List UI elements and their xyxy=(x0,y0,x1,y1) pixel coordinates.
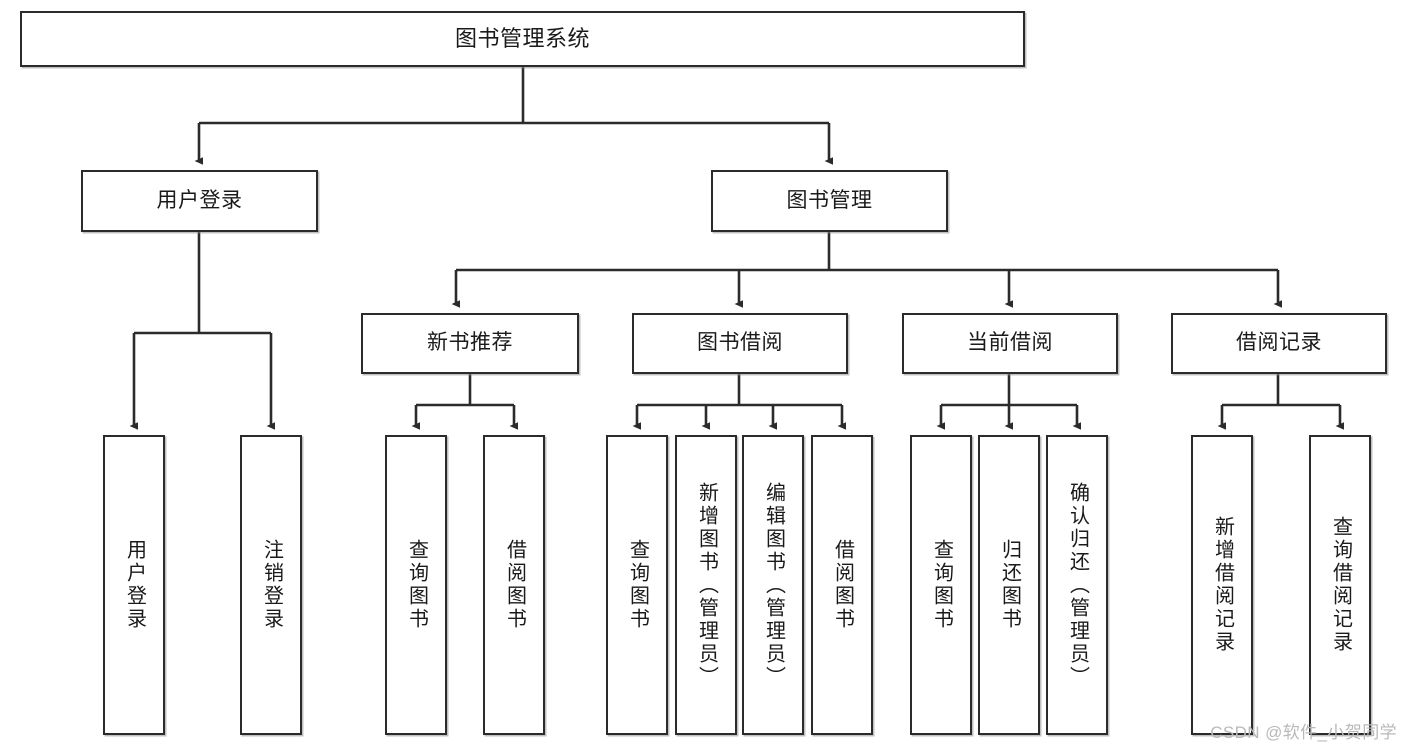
node-label: 图书管理 xyxy=(786,188,873,212)
leaf-borrow-book-recommend[interactable]: 借阅图书 xyxy=(483,435,545,735)
node-label: 当前借阅 xyxy=(967,331,1053,355)
node-label: 归还图书 xyxy=(998,539,1021,631)
leaf-add-book-admin[interactable]: 新增图书（管理员） xyxy=(675,435,737,735)
node-label: 注销登录 xyxy=(260,539,283,631)
node-borrow-records[interactable]: 借阅记录 xyxy=(1171,313,1387,374)
node-label: 借阅记录 xyxy=(1236,331,1322,355)
node-label: 新增图书（管理员） xyxy=(695,481,718,689)
node-book-borrow[interactable]: 图书借阅 xyxy=(632,313,848,374)
leaf-query-borrow-record[interactable]: 查询借阅记录 xyxy=(1309,435,1371,735)
node-label: 用户登录 xyxy=(156,188,243,212)
node-book-management[interactable]: 图书管理 xyxy=(711,170,948,232)
node-label: 图书借阅 xyxy=(697,331,783,355)
leaf-query-book-recommend[interactable]: 查询图书 xyxy=(385,435,447,735)
leaf-borrow-book[interactable]: 借阅图书 xyxy=(811,435,873,735)
node-label: 用户登录 xyxy=(123,539,146,631)
node-root-system[interactable]: 图书管理系统 xyxy=(20,11,1025,67)
leaf-confirm-return-admin[interactable]: 确认归还（管理员） xyxy=(1046,435,1108,735)
node-label: 借阅图书 xyxy=(831,539,854,631)
leaf-return-book[interactable]: 归还图书 xyxy=(978,435,1040,735)
node-label: 查询图书 xyxy=(626,539,649,631)
watermark: CSDN @软件_小贺同学 xyxy=(1210,723,1397,742)
leaf-add-borrow-record[interactable]: 新增借阅记录 xyxy=(1191,435,1253,735)
leaf-logout[interactable]: 注销登录 xyxy=(240,435,302,735)
leaf-user-login[interactable]: 用户登录 xyxy=(103,435,165,735)
leaf-query-book-current[interactable]: 查询图书 xyxy=(910,435,972,735)
node-label: 借阅图书 xyxy=(503,539,526,631)
node-label: 确认归还（管理员） xyxy=(1066,481,1089,689)
node-label: 编辑图书（管理员） xyxy=(762,481,785,689)
node-label: 查询图书 xyxy=(405,539,428,631)
node-label: 查询借阅记录 xyxy=(1329,516,1352,654)
leaf-query-book-borrow[interactable]: 查询图书 xyxy=(606,435,668,735)
leaf-edit-book-admin[interactable]: 编辑图书（管理员） xyxy=(742,435,804,735)
node-user-login[interactable]: 用户登录 xyxy=(81,170,318,232)
node-label: 新增借阅记录 xyxy=(1211,516,1234,654)
node-current-borrow[interactable]: 当前借阅 xyxy=(902,313,1118,374)
node-new-book-recommend[interactable]: 新书推荐 xyxy=(361,313,579,374)
node-label: 图书管理系统 xyxy=(454,26,590,52)
node-label: 查询图书 xyxy=(930,539,953,631)
node-label: 新书推荐 xyxy=(427,331,513,355)
